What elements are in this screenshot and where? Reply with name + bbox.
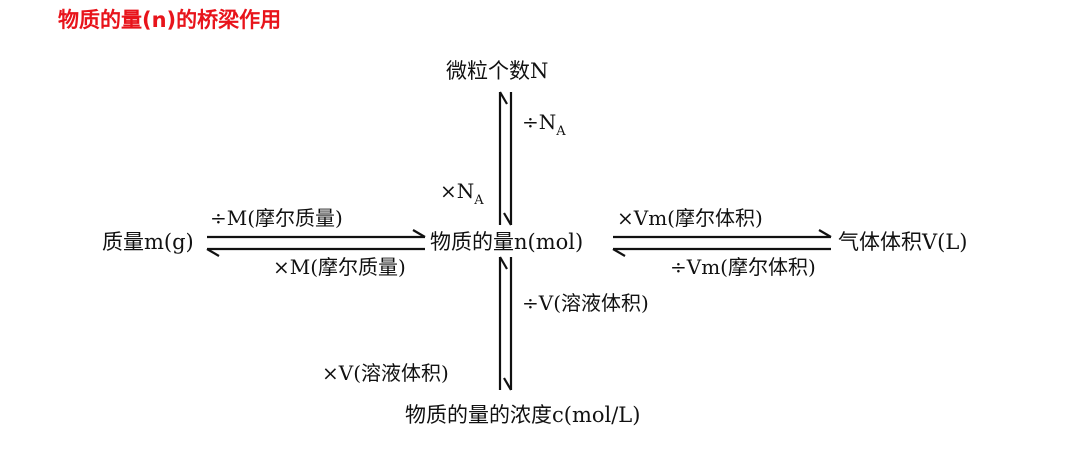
arrow-divide-vm: [612, 247, 831, 257]
arrow-divide-m: [207, 229, 426, 239]
label-divide-na-sign: ÷N: [522, 110, 557, 134]
label-multiply-v: ×V(溶液体积): [322, 361, 449, 385]
arrow-divide-na: [503, 92, 513, 226]
node-concentration: 物质的量的浓度c(mol/L): [405, 403, 641, 427]
node-particles: 微粒个数N: [446, 59, 549, 83]
arrow-multiply-na: [498, 91, 508, 225]
arrow-multiply-v: [498, 256, 508, 390]
arrow-multiply-m: [206, 247, 425, 257]
label-divide-m: ÷M(摩尔质量): [210, 206, 343, 230]
label-divide-v: ÷V(溶液体积): [522, 291, 649, 315]
label-multiply-na: ×NA: [440, 181, 484, 207]
label-multiply-na-sub: A: [474, 193, 484, 208]
arrow-divide-v: [503, 257, 513, 391]
page-title: 物质的量(n)的桥梁作用: [58, 8, 282, 32]
label-multiply-vm: ×Vm(摩尔体积): [617, 206, 763, 230]
label-multiply-na-sign: ×N: [440, 179, 475, 203]
node-mass: 质量m(g): [102, 230, 194, 254]
node-center: 物质的量n(mol): [430, 230, 584, 254]
label-divide-na: ÷NA: [522, 112, 566, 138]
node-gas-volume: 气体体积V(L): [838, 230, 968, 254]
label-divide-na-sub: A: [556, 124, 566, 139]
arrow-multiply-vm: [613, 229, 832, 239]
label-divide-vm: ÷Vm(摩尔体积): [670, 255, 816, 279]
label-multiply-m: ×M(摩尔质量): [273, 255, 406, 279]
